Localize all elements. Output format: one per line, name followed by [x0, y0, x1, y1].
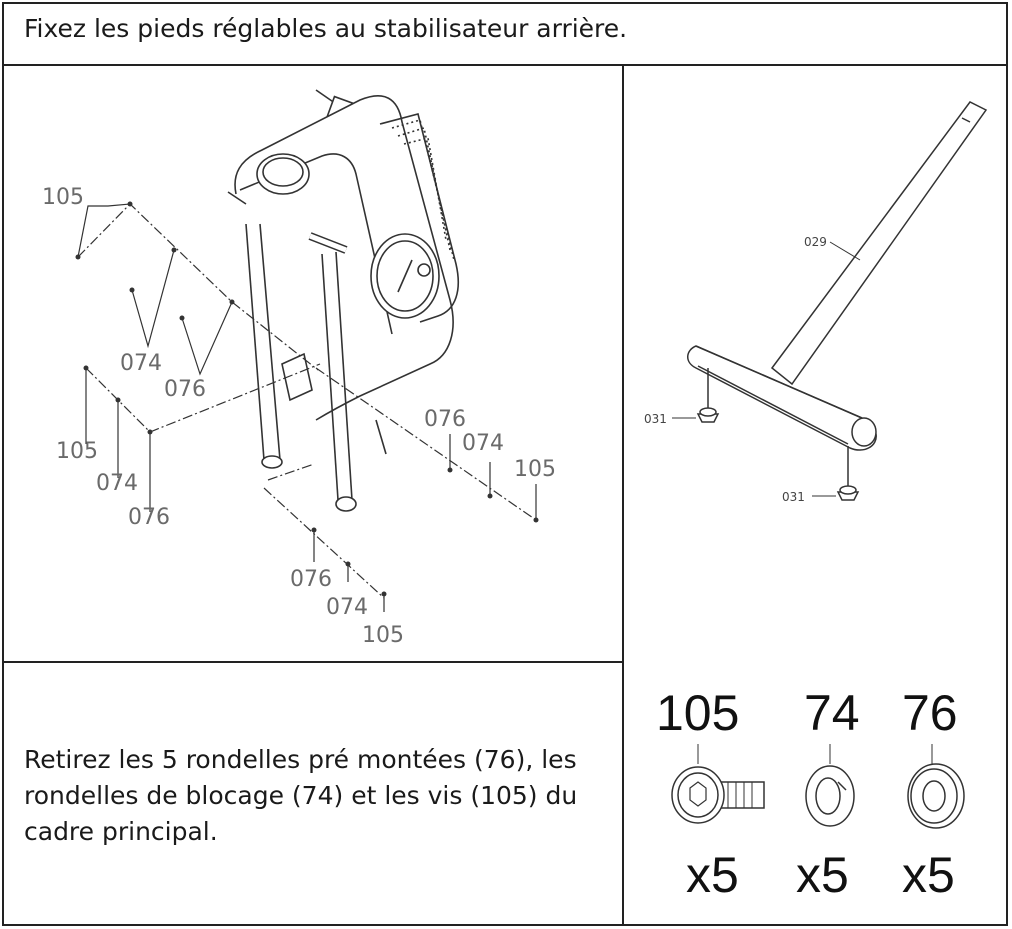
label-lockwasher-left-low: 074 [96, 471, 138, 496]
screw-icon [671, 766, 765, 824]
row-divider [2, 661, 624, 663]
rear-stabilizer-diagram: 029 031 031 [644, 101, 988, 504]
label-lockwasher-bottom: 074 [326, 595, 368, 620]
header-divider [2, 64, 1008, 66]
label-screw-bottom: 105 [362, 623, 404, 648]
label-washer-right: 076 [424, 407, 466, 432]
label-foot-left: 031 [644, 412, 667, 426]
parts-instruction: Retirez les 5 rondelles pré montées (76)… [24, 745, 578, 846]
label-lockwasher-right: 074 [462, 431, 504, 456]
label-washer-left: 076 [164, 377, 206, 402]
part-id-screw: 105 [656, 685, 740, 741]
main-frame-diagram: 105 074 076 105 074 076 076 074 105 076 … [42, 89, 556, 648]
part-id-washer: 76 [902, 685, 958, 741]
column-divider [622, 64, 624, 926]
part-qty-screw: x5 [686, 847, 739, 903]
part-qty-lockwasher: x5 [796, 847, 849, 903]
lock-washer-icon [805, 765, 855, 827]
label-screw-right: 105 [514, 457, 556, 482]
flat-washer-icon [907, 763, 965, 829]
label-screw-left: 105 [56, 439, 98, 464]
label-lockwasher-left: 074 [120, 351, 162, 376]
part-id-lockwasher: 74 [804, 685, 860, 741]
label-washer-bottom: 076 [290, 567, 332, 592]
label-foot-right: 031 [782, 490, 805, 504]
part-qty-washer: x5 [902, 847, 955, 903]
label-washer-left-low: 076 [128, 505, 170, 530]
parts-icons [671, 744, 965, 829]
label-stabilizer-tube: 029 [804, 235, 827, 249]
label-screw-top: 105 [42, 185, 84, 210]
step-instruction: Fixez les pieds réglables au stabilisate… [24, 14, 628, 43]
